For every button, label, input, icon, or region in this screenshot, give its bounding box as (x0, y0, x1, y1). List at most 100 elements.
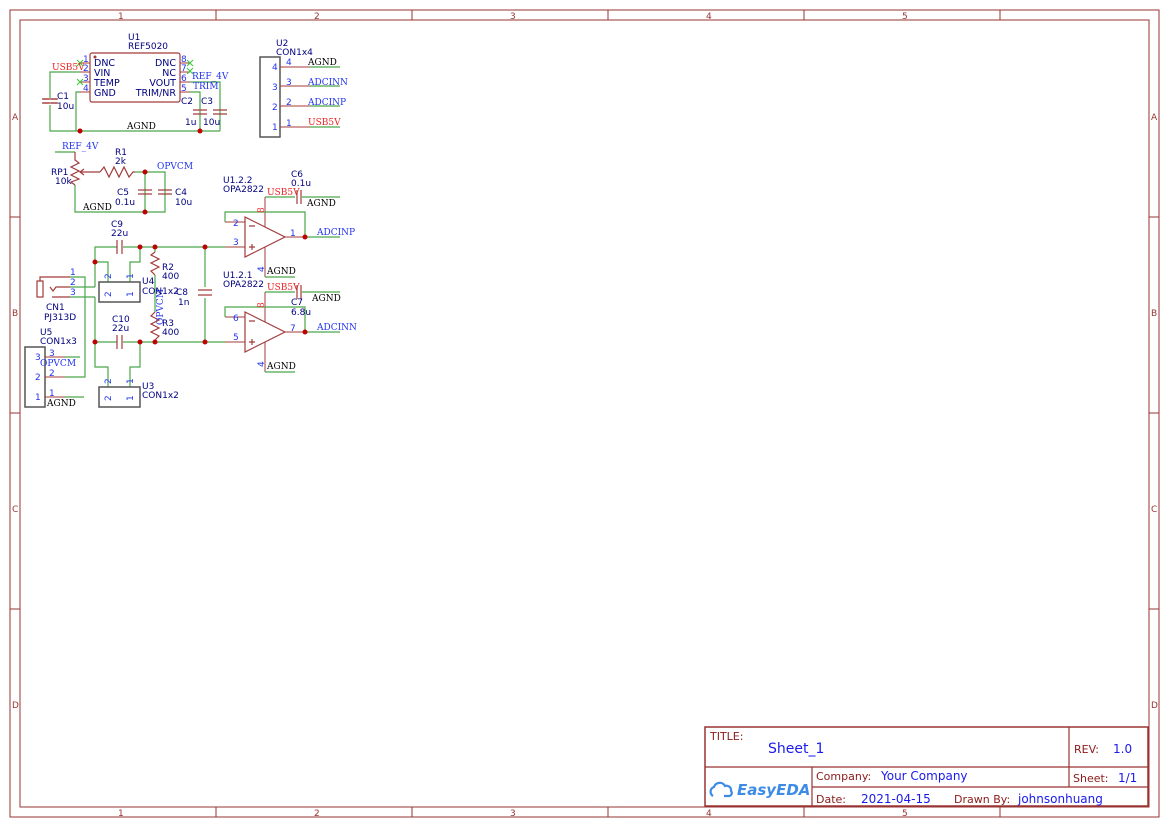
c4-value: 10u (175, 198, 192, 208)
net-agnd: AGND (82, 203, 112, 213)
sheet-title: Sheet_1 (768, 741, 824, 757)
u2-connector[interactable]: U2 CON1x4 4 3 2 1 4 3 2 1 AGND ADCINN AD… (259, 39, 348, 138)
col-label: 2 (314, 12, 320, 22)
pin-number: 4 (257, 266, 267, 272)
pin-number: 1 (126, 395, 136, 401)
net-agnd: AGND (266, 267, 296, 277)
sheet-value: 1/1 (1118, 771, 1137, 785)
drawn-by-label: Drawn By: (954, 793, 1010, 806)
sheet-frame: 1 2 3 4 5 1 2 3 4 5 A B C D A B C D (9, 9, 1160, 819)
net-agnd: AGND (307, 58, 337, 68)
col-label: 4 (706, 12, 712, 22)
pin-name: DNC (94, 58, 115, 69)
opamp-u1-2-1[interactable]: 6 5 7 8 4 U1.2.1 OPA2822 USB5V C7 6.8u A… (223, 271, 357, 373)
net-trim: TRIM (193, 82, 219, 92)
net-usb5v: USB5V (267, 188, 300, 198)
rev-label: REV: (1074, 743, 1099, 756)
pin-number: 1 (290, 229, 296, 239)
easyeda-logo: EasyEDA (709, 781, 810, 799)
pin-name: VOUT (149, 78, 176, 89)
pin-number: 2 (35, 373, 41, 383)
r1-ref: R1 (115, 148, 127, 158)
c5-value: 0.1u (115, 198, 135, 208)
u3-value: CON1x2 (142, 391, 179, 401)
c10-ref: C10 (112, 315, 130, 325)
pin-number: 2 (233, 219, 239, 229)
u5-value: CON1x3 (40, 337, 77, 347)
u5-connector[interactable]: 3 2 1 3 2 1 U5 CON1x3 OPVCM AGND (24, 328, 84, 409)
pin-number: 2 (104, 291, 114, 297)
col-label: 1 (118, 12, 124, 22)
net-agnd: AGND (311, 294, 341, 304)
pin-number: 3 (70, 288, 76, 298)
date-label: Date: (816, 793, 846, 806)
opamp-b-value: OPA2822 (223, 280, 264, 290)
u1-ref5020[interactable]: U1 REF5020 1 2 3 4 DNC VIN TEMP GND 8 7 … (76, 33, 194, 103)
pin-number: 2 (70, 278, 76, 288)
u4-connector[interactable]: 2 1 2 1 U4 CON1x2 (98, 273, 179, 303)
opvcm-divider (55, 151, 172, 215)
c9-value: 22u (111, 229, 128, 239)
cn1-audio-jack[interactable]: 1 2 3 CN1 PJ313D (36, 268, 95, 378)
pin-number: 3 (83, 74, 89, 84)
pin-number: 7 (181, 64, 187, 74)
u1-ref: U1 (128, 33, 140, 43)
c1-value: 10u (57, 102, 74, 112)
c10-value: 22u (112, 324, 129, 334)
opamp-u1-2-2[interactable]: 2 3 1 8 4 U1.2.2 OPA2822 USB5V C6 0.1u A… (223, 170, 355, 278)
pin-number: 2 (104, 378, 114, 384)
pin-number: 1 (272, 123, 278, 133)
net-usb5v: USB5V (52, 63, 85, 73)
u1-value: REF5020 (128, 42, 168, 52)
col-label: 5 (902, 12, 908, 22)
pin-name: NC (162, 68, 176, 79)
u1-wiring (42, 71, 227, 134)
rp1-ref: RP1 (51, 168, 68, 178)
row-label: D (12, 701, 19, 711)
c1-ref: C1 (57, 92, 69, 102)
net-adcinn: ADCINN (307, 78, 348, 88)
pin-number: 2 (104, 273, 114, 279)
c7-value: 6.8u (291, 308, 311, 318)
pin-number: 8 (181, 55, 187, 65)
pin-name: TEMP (93, 78, 120, 89)
col-label: 3 (510, 12, 516, 22)
net-ref4v: REF_4V (62, 142, 99, 152)
net-ref4v: REF_4V (192, 72, 229, 82)
u2-ref: U2 (276, 39, 288, 49)
net-usb5v: USB5V (267, 283, 300, 293)
pin-number: 3 (49, 349, 55, 359)
u2-value: CON1x4 (276, 48, 313, 58)
row-label: A (12, 113, 19, 123)
pin-number: 5 (233, 333, 239, 343)
c8-value: 1n (178, 298, 189, 308)
svg-text:EasyEDA: EasyEDA (737, 781, 810, 799)
pin-number: 2 (49, 369, 55, 379)
pin-name: GND (94, 88, 116, 99)
pin-number: 3 (35, 353, 41, 363)
rp1-value: 10k (55, 177, 72, 187)
net-agnd: AGND (126, 122, 156, 132)
opamp-a-ref: U1.2.2 (223, 176, 253, 186)
input-network (92, 240, 225, 387)
pin-number: 1 (126, 273, 136, 279)
no-connect-icon (76, 59, 194, 86)
net-agnd: AGND (306, 199, 336, 209)
net-opvcm: OPVCM (157, 162, 193, 172)
pin-number: 6 (233, 314, 239, 324)
c6-value: 0.1u (291, 179, 311, 189)
r3-value: 400 (162, 328, 179, 338)
pin-number: 1 (35, 393, 41, 403)
pin-number: 3 (272, 83, 278, 93)
opamp-b-ref: U1.2.1 (223, 271, 253, 281)
pin-name: TRIM/NR (135, 88, 177, 99)
c9-ref: C9 (111, 220, 123, 230)
title-block: TITLE: Sheet_1 REV: 1.0 Company: Your Co… (704, 726, 1149, 807)
net-adcinn: ADCINN (316, 323, 357, 333)
row-label: C (12, 505, 18, 515)
u3-connector[interactable]: 2 1 2 1 U3 CON1x2 (98, 378, 179, 408)
cn1-ref: CN1 (46, 303, 65, 313)
pin-number: 4 (257, 361, 267, 367)
net-opvcm: OPVCM (156, 289, 166, 325)
